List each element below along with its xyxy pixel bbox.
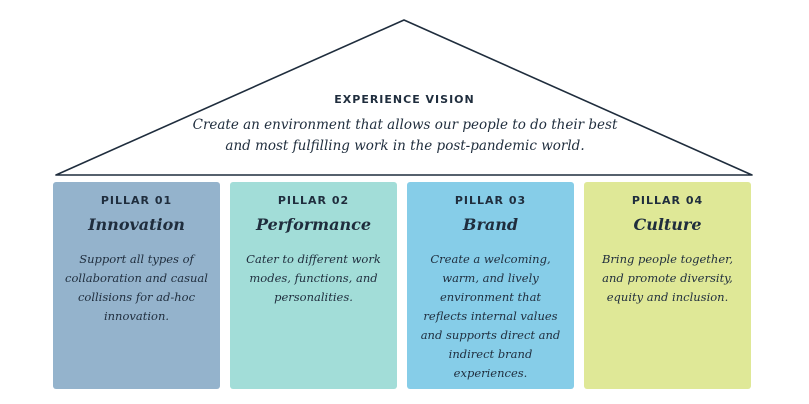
vision-statement: Create an environment that allows our pe… xyxy=(192,117,618,154)
pillar-name: Brand xyxy=(462,215,519,234)
pillar-brand: PILLAR 03 Brand Create a welcoming, warm… xyxy=(407,182,574,389)
pillar-description: Support all types of collaboration and c… xyxy=(65,252,208,323)
pillar-description: Create a welcoming, warm, and lively env… xyxy=(420,252,561,380)
pillar-culture: PILLAR 04 Culture Bring people together,… xyxy=(584,182,751,389)
pillar-description: Cater to different work modes, functions… xyxy=(246,252,381,304)
pillar-name: Innovation xyxy=(88,215,185,234)
pillar-innovation: PILLAR 01 Innovation Support all types o… xyxy=(53,182,220,389)
pillar-label: PILLAR 04 xyxy=(631,194,704,207)
roof-triangle xyxy=(55,19,753,176)
pillar-label: PILLAR 02 xyxy=(277,194,350,207)
vision-title: EXPERIENCE VISION xyxy=(334,93,475,106)
pillar-name: Culture xyxy=(633,215,702,234)
pillar-label: PILLAR 01 xyxy=(100,194,173,207)
pillar-performance: PILLAR 02 Performance Cater to different… xyxy=(230,182,397,389)
pillar-label: PILLAR 03 xyxy=(454,194,527,207)
pillar-name: Performance xyxy=(255,215,372,234)
pillar-description: Bring people together, and promote diver… xyxy=(601,252,734,304)
